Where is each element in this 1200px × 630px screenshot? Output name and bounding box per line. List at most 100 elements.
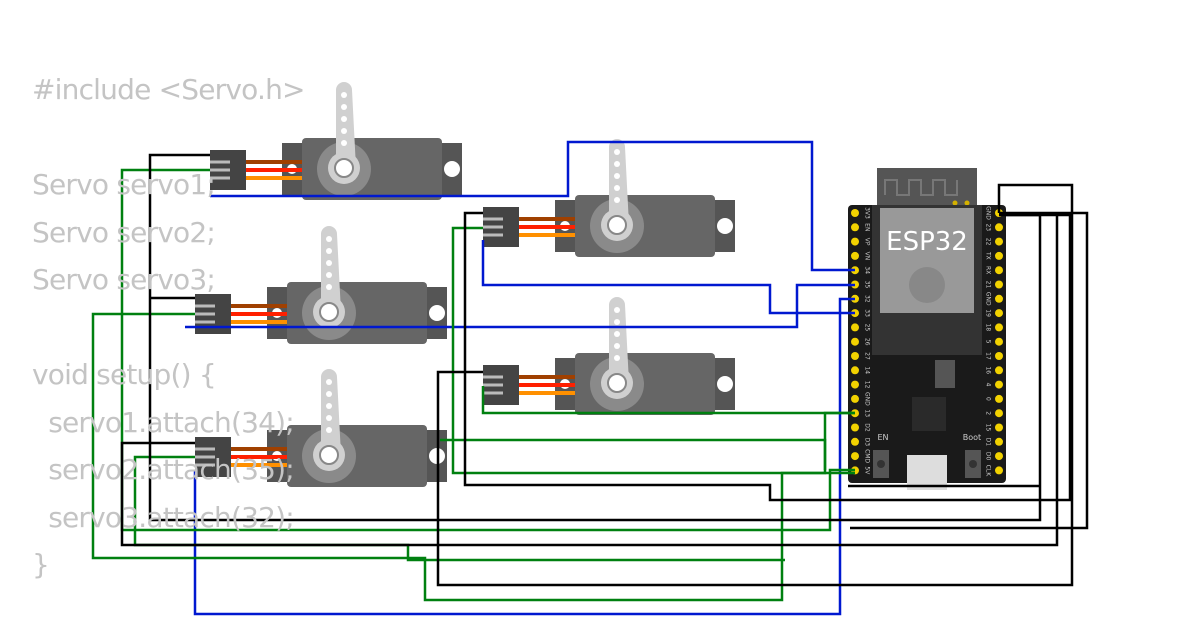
- signal-wire[interactable]: [193, 297, 855, 616]
- servo-motor[interactable]: [210, 82, 462, 200]
- pin-label: VP: [864, 238, 871, 246]
- pin-26[interactable]: [851, 337, 859, 346]
- pin-en[interactable]: [851, 223, 859, 232]
- power-wire[interactable]: [481, 386, 855, 415]
- pin-label: 18: [985, 324, 992, 332]
- servo-motor[interactable]: [483, 139, 735, 257]
- pin-25[interactable]: [851, 323, 859, 332]
- pin-23[interactable]: [995, 223, 1003, 232]
- espressif-logo-icon: [909, 267, 945, 303]
- pin-clk[interactable]: [995, 466, 1003, 475]
- pin-label: 32: [864, 295, 871, 303]
- pin-label: D2: [864, 423, 871, 432]
- pin-label: 14: [864, 366, 871, 374]
- pin-d3[interactable]: [851, 437, 859, 446]
- pin-label: 5: [985, 340, 992, 344]
- pin-label: 15: [985, 424, 992, 432]
- pin-gnd[interactable]: [851, 394, 859, 403]
- pin-21[interactable]: [995, 280, 1003, 289]
- pin-label: 25: [864, 324, 871, 332]
- power-wire[interactable]: [120, 168, 855, 532]
- power-wire[interactable]: [91, 312, 855, 602]
- servo-horn[interactable]: [321, 369, 341, 455]
- servo-motor[interactable]: [195, 369, 447, 487]
- servo-motor[interactable]: [195, 226, 447, 344]
- pin-vp[interactable]: [851, 237, 859, 246]
- pin-label: 12: [864, 381, 871, 389]
- boot-label: Boot: [963, 433, 981, 442]
- pin-18[interactable]: [995, 323, 1003, 332]
- signal-wire[interactable]: [210, 140, 855, 272]
- ground-wire[interactable]: [436, 183, 1074, 587]
- pin-label: 4: [985, 383, 992, 387]
- antenna-trace: [884, 179, 958, 196]
- pin-15[interactable]: [995, 423, 1003, 432]
- pin-label: VN: [864, 252, 871, 261]
- pin-label: 33: [864, 309, 871, 317]
- pin-12[interactable]: [851, 380, 859, 389]
- pin-label: 0: [985, 397, 992, 401]
- pin-label: 13: [864, 409, 871, 417]
- pin-label: RX: [985, 266, 992, 274]
- pin-label: TX: [985, 251, 992, 260]
- pin-label: 5V: [864, 466, 871, 475]
- pin-label: EN: [864, 223, 871, 231]
- pin-label: 19: [985, 309, 992, 317]
- pin-label: 16: [985, 366, 992, 374]
- screw-icon: [319, 445, 339, 465]
- pin-label: 17: [985, 352, 992, 360]
- pin-label: 27: [864, 352, 871, 360]
- pin-d0[interactable]: [995, 452, 1003, 461]
- pin-label: 2: [985, 411, 992, 415]
- pin-3v3[interactable]: [851, 209, 859, 217]
- pin-0[interactable]: [995, 394, 1003, 403]
- servo-horn[interactable]: [609, 297, 629, 383]
- pin-tx[interactable]: [995, 251, 1003, 260]
- pin-label: 21: [985, 281, 992, 289]
- pin-22[interactable]: [995, 237, 1003, 246]
- pin-label: 34: [864, 266, 871, 274]
- pin-16[interactable]: [995, 366, 1003, 375]
- servo-horn[interactable]: [609, 139, 629, 225]
- ground-wire[interactable]: [463, 211, 1072, 502]
- pin-5[interactable]: [995, 337, 1003, 346]
- power-wire[interactable]: [440, 438, 827, 470]
- pin-rx[interactable]: [995, 266, 1003, 275]
- pin-19[interactable]: [995, 309, 1003, 318]
- pin-label: GND: [985, 292, 992, 306]
- pin-label: 3V3: [864, 207, 871, 219]
- servo-motor[interactable]: [483, 297, 735, 415]
- pin-label: GND: [864, 392, 871, 406]
- pin-label: GND: [985, 206, 992, 220]
- pin-14[interactable]: [851, 366, 859, 375]
- power-wire[interactable]: [451, 226, 855, 475]
- servo-horn[interactable]: [321, 226, 341, 312]
- pin-vn[interactable]: [851, 251, 859, 260]
- signal-wire[interactable]: [481, 240, 855, 315]
- en-label: EN: [877, 433, 888, 442]
- pin-label: CLK: [985, 465, 992, 478]
- pin-d1[interactable]: [995, 437, 1003, 446]
- screw-icon: [334, 158, 354, 178]
- pin-27[interactable]: [851, 352, 859, 360]
- screw-icon: [607, 215, 627, 235]
- pin-label: D0: [985, 452, 992, 461]
- ground-wire[interactable]: [850, 211, 1089, 530]
- pin-cmd[interactable]: [851, 452, 859, 461]
- chip-label: ESP32: [886, 227, 968, 257]
- ground-wire[interactable]: [120, 215, 1059, 547]
- pin-d2[interactable]: [851, 423, 859, 432]
- screw-icon: [319, 302, 339, 322]
- pin-label: 22: [985, 238, 992, 246]
- pin-label: 35: [864, 281, 871, 289]
- servo-horn[interactable]: [336, 82, 356, 168]
- esp32-board[interactable]: ESP32 EN Boot 3V3ENVPVN34353233252627141…: [848, 168, 1006, 490]
- signal-wire[interactable]: [185, 283, 855, 329]
- pin-17[interactable]: [995, 352, 1003, 360]
- pin-label: D3: [864, 438, 871, 447]
- pin-2[interactable]: [995, 409, 1003, 418]
- pin-label: CMD: [864, 449, 871, 463]
- pin-gnd[interactable]: [995, 294, 1003, 303]
- pin-4[interactable]: [995, 380, 1003, 389]
